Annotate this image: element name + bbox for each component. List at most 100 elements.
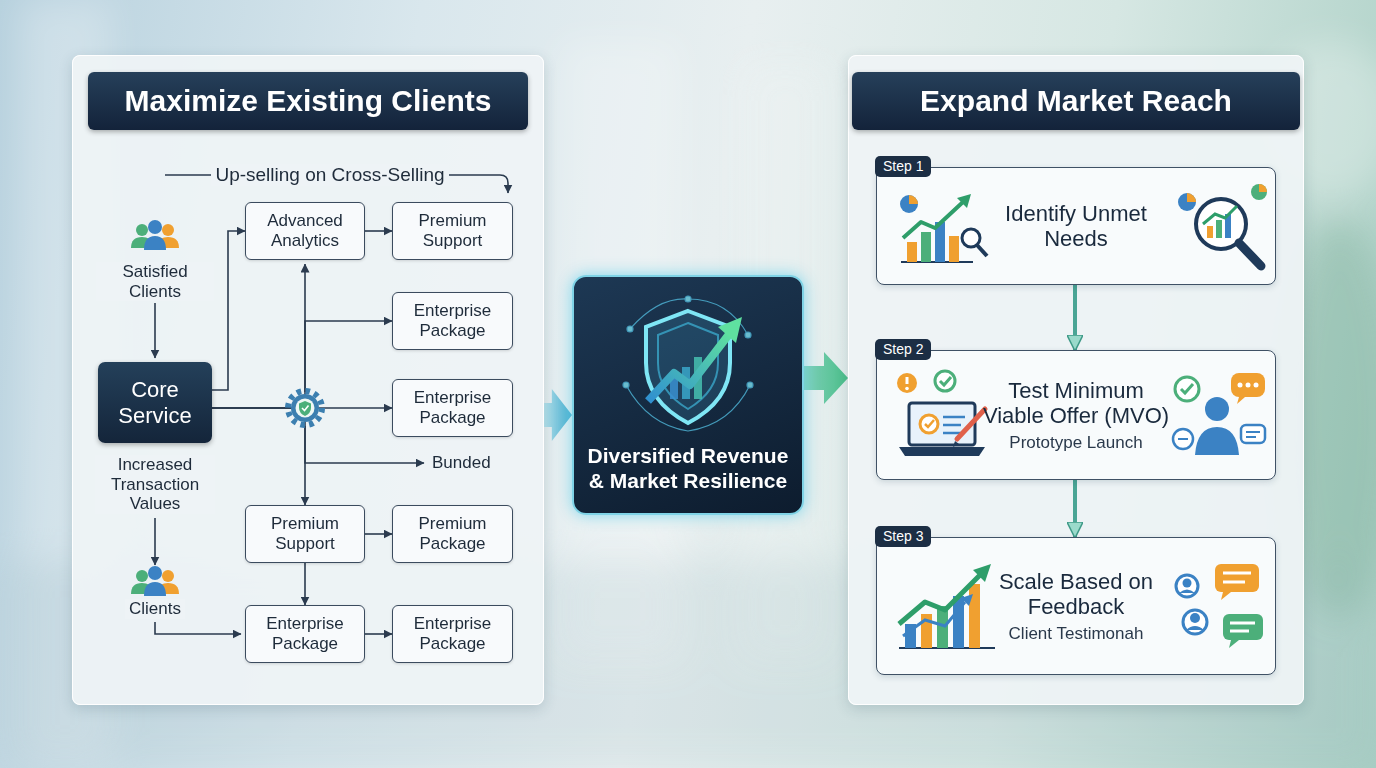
process-box: Premium Support	[392, 202, 513, 260]
growth-chart-icon	[969, 584, 980, 648]
box-text: Enterprise Package	[399, 301, 506, 340]
feedback-icon	[1205, 397, 1229, 421]
annotation-label: Increased Transaction Values	[95, 455, 215, 514]
feedback-icon	[1246, 432, 1260, 437]
chart-icon	[949, 236, 959, 262]
magnifier-icon	[1216, 220, 1222, 238]
step-tag: Step 1	[875, 156, 931, 177]
step-arrow	[1073, 480, 1077, 537]
growth-chart-icon	[899, 574, 981, 624]
gear-icon	[288, 391, 322, 425]
growth-chart-icon	[937, 606, 948, 648]
connector-arrow	[365, 633, 392, 635]
box-text: Premium Support	[252, 514, 358, 553]
chart-icon	[909, 195, 918, 204]
step-subtitle: Prototype Launch	[1009, 433, 1142, 453]
connector-arrow	[304, 563, 306, 605]
box-text: Premium Package	[399, 514, 506, 553]
step-tag: Step 2	[875, 339, 931, 360]
box-text: Core Service	[106, 377, 204, 428]
people-icon	[131, 566, 179, 596]
magnifier-icon	[1187, 193, 1196, 202]
magnifier-icon	[1251, 184, 1267, 200]
shield-growth-icon	[745, 332, 751, 338]
annotation-label: Satisfied Clients	[96, 262, 214, 301]
people-icon	[162, 570, 174, 582]
shield-growth-icon	[618, 289, 758, 439]
shield-growth-icon	[627, 326, 633, 332]
people-icon	[144, 582, 166, 596]
chart-icon	[903, 202, 963, 238]
leader-arrow	[304, 264, 306, 392]
people-icon	[148, 566, 162, 580]
people-icon	[162, 224, 174, 236]
testimonial-icon	[1179, 590, 1195, 594]
chart-icon	[977, 245, 987, 256]
laptop-icon	[957, 409, 985, 439]
testimonial-icon	[1167, 560, 1267, 656]
flow-arrow	[804, 352, 848, 404]
people-icon	[144, 236, 166, 250]
step-title: Scale Based on Feedback	[975, 569, 1177, 620]
step-subtitle: Client Testimonah	[1009, 624, 1144, 644]
gear-icon	[299, 401, 311, 416]
process-box: Premium Support	[245, 505, 365, 563]
feedback-icon	[1238, 383, 1243, 388]
process-box: Enterprise Package	[392, 379, 513, 437]
feedback-icon	[1246, 383, 1251, 388]
shield-growth-icon	[747, 382, 753, 388]
testimonial-icon	[1186, 626, 1204, 630]
feedback-icon	[1175, 377, 1199, 401]
people-icon	[148, 220, 162, 234]
feedback-icon	[1241, 425, 1265, 443]
testimonial-icon	[1176, 575, 1198, 597]
connector-arrow	[365, 533, 392, 535]
step-title: Test Minimum Viable Offer (MVO)	[975, 378, 1177, 429]
core-box: Core Service	[98, 362, 212, 443]
magnifier-icon	[1175, 180, 1271, 274]
gear-icon	[291, 394, 319, 422]
laptop-icon	[925, 420, 934, 427]
laptop-icon	[920, 415, 938, 433]
laptop-icon	[940, 377, 951, 385]
process-box: Enterprise Package	[245, 605, 365, 663]
process-box: Enterprise Package	[392, 605, 513, 663]
feedback-icon	[1178, 438, 1188, 440]
testimonial-icon	[1215, 564, 1259, 592]
box-text: Premium Support	[399, 211, 506, 250]
panel-fill	[72, 55, 544, 705]
people-icon	[131, 220, 179, 250]
laptop-icon	[935, 371, 955, 391]
gear-icon	[296, 399, 315, 418]
feedback-icon	[1181, 384, 1193, 393]
chart-icon	[957, 194, 971, 208]
process-box: Premium Package	[392, 505, 513, 563]
magnifier-icon	[1203, 206, 1237, 224]
shield-growth-icon	[648, 333, 730, 401]
panel-heading: Expand Market Reach	[852, 72, 1300, 130]
chart-icon	[907, 242, 917, 262]
growth-chart-icon	[903, 602, 965, 636]
annotation-label: Bunded	[428, 453, 495, 473]
shield-growth-icon	[685, 296, 691, 302]
box-text: Enterprise Package	[399, 614, 506, 653]
laptop-icon	[897, 373, 917, 393]
connector-arrow	[212, 408, 305, 505]
magnifier-icon	[1178, 193, 1196, 211]
box-text: Advanced Analytics	[252, 211, 358, 250]
flow-arrow	[544, 389, 572, 441]
leader-arrow	[154, 303, 156, 358]
testimonial-icon	[1223, 573, 1251, 582]
feedback-icon	[1195, 427, 1239, 455]
box-text: Enterprise Package	[399, 388, 506, 427]
growth-chart-icon	[961, 594, 973, 606]
chart-icon	[900, 195, 918, 213]
testimonial-icon	[1223, 614, 1263, 640]
feedback-icon	[1237, 397, 1245, 404]
shield-growth-icon	[623, 296, 753, 431]
feedback-icon	[1173, 429, 1193, 449]
laptop-icon	[899, 447, 985, 456]
box-text: Enterprise Package	[252, 614, 358, 653]
shield-growth-icon	[623, 382, 629, 388]
laptop-icon	[906, 377, 909, 384]
